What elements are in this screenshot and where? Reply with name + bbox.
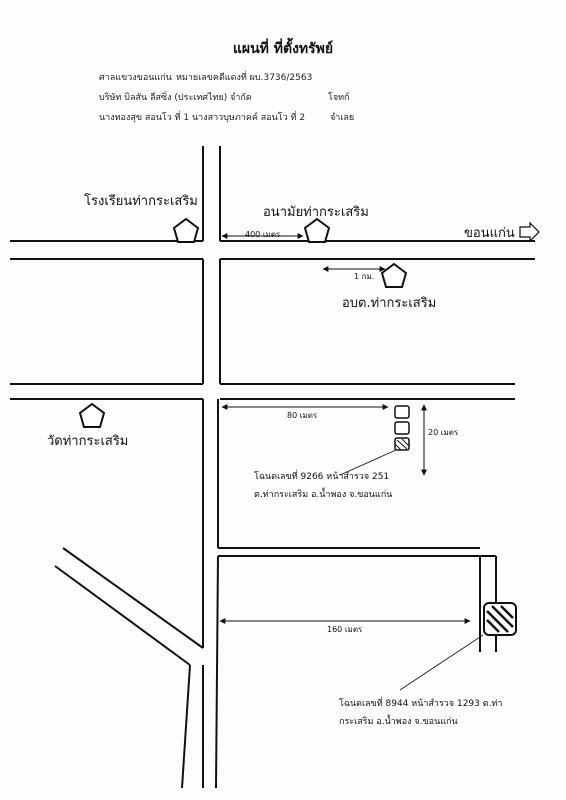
map-title: แผนที่ ที่ตั้งทรัพย์	[232, 41, 334, 57]
school-marker-icon	[172, 217, 200, 243]
case-number: หมายเลขคดีแดงที่ ผบ.3736/2563	[176, 73, 313, 83]
distance-160m: 160 เมตร	[327, 625, 363, 634]
distance-1km: 1 กม.	[354, 272, 375, 281]
distance-arrows	[219, 233, 471, 624]
khon-kaen-arrow-icon	[519, 221, 540, 243]
defendant-role: จำเลย	[330, 113, 355, 123]
school-label: โรงเรียนท่ากระเสริม	[84, 194, 198, 209]
health-center-marker-icon	[303, 217, 331, 243]
plaintiff-role: โจทก์	[328, 93, 350, 103]
plaintiff-name: บริษัท บิลสัน ลีสซิ่ง (ประเทศไทย) จำกัด	[99, 93, 252, 103]
deed-9266-line2: ต.ท่ากระเสริม อ.น้ำพอง จ.ขอนแก่น	[254, 490, 393, 500]
roads	[10, 146, 535, 789]
khon-kaen-label: ขอนแก่น	[464, 226, 515, 241]
defendant-names: นางทองสุข สอนโว ที่ 1 นางสาวบุษภาคค์ สอน…	[99, 113, 306, 123]
plot-group-9266	[394, 405, 410, 451]
deed-9266-line1: โฉนดเลขที่ 9266 หน้าสำรวจ 251	[254, 472, 390, 482]
court-name: ศาลแขวงขอนแก่น	[99, 73, 172, 83]
temple-label: วัดท่ากระเสริม	[47, 434, 129, 449]
tao-label: อบต.ท่ากระเสริม	[342, 296, 437, 311]
health-center-label: อนามัยท่ากระเสริม	[263, 205, 369, 220]
distance-80m: 80 เมตร	[287, 411, 318, 420]
deed-8944-line1: โฉนดเลขที่ 8944 หน้าสำรวจ 1293 ต.ท่า	[339, 699, 503, 709]
distance-400m: 400 เมตร	[245, 230, 281, 239]
temple-marker-icon	[78, 402, 106, 428]
tao-marker-icon	[380, 262, 408, 288]
deed-8944-line2: กระเสริม อ.น้ำพอง จ.ขอนแก่น	[339, 717, 458, 727]
plot-8944	[483, 602, 517, 636]
distance-20m: 20 เมตร	[428, 428, 459, 437]
